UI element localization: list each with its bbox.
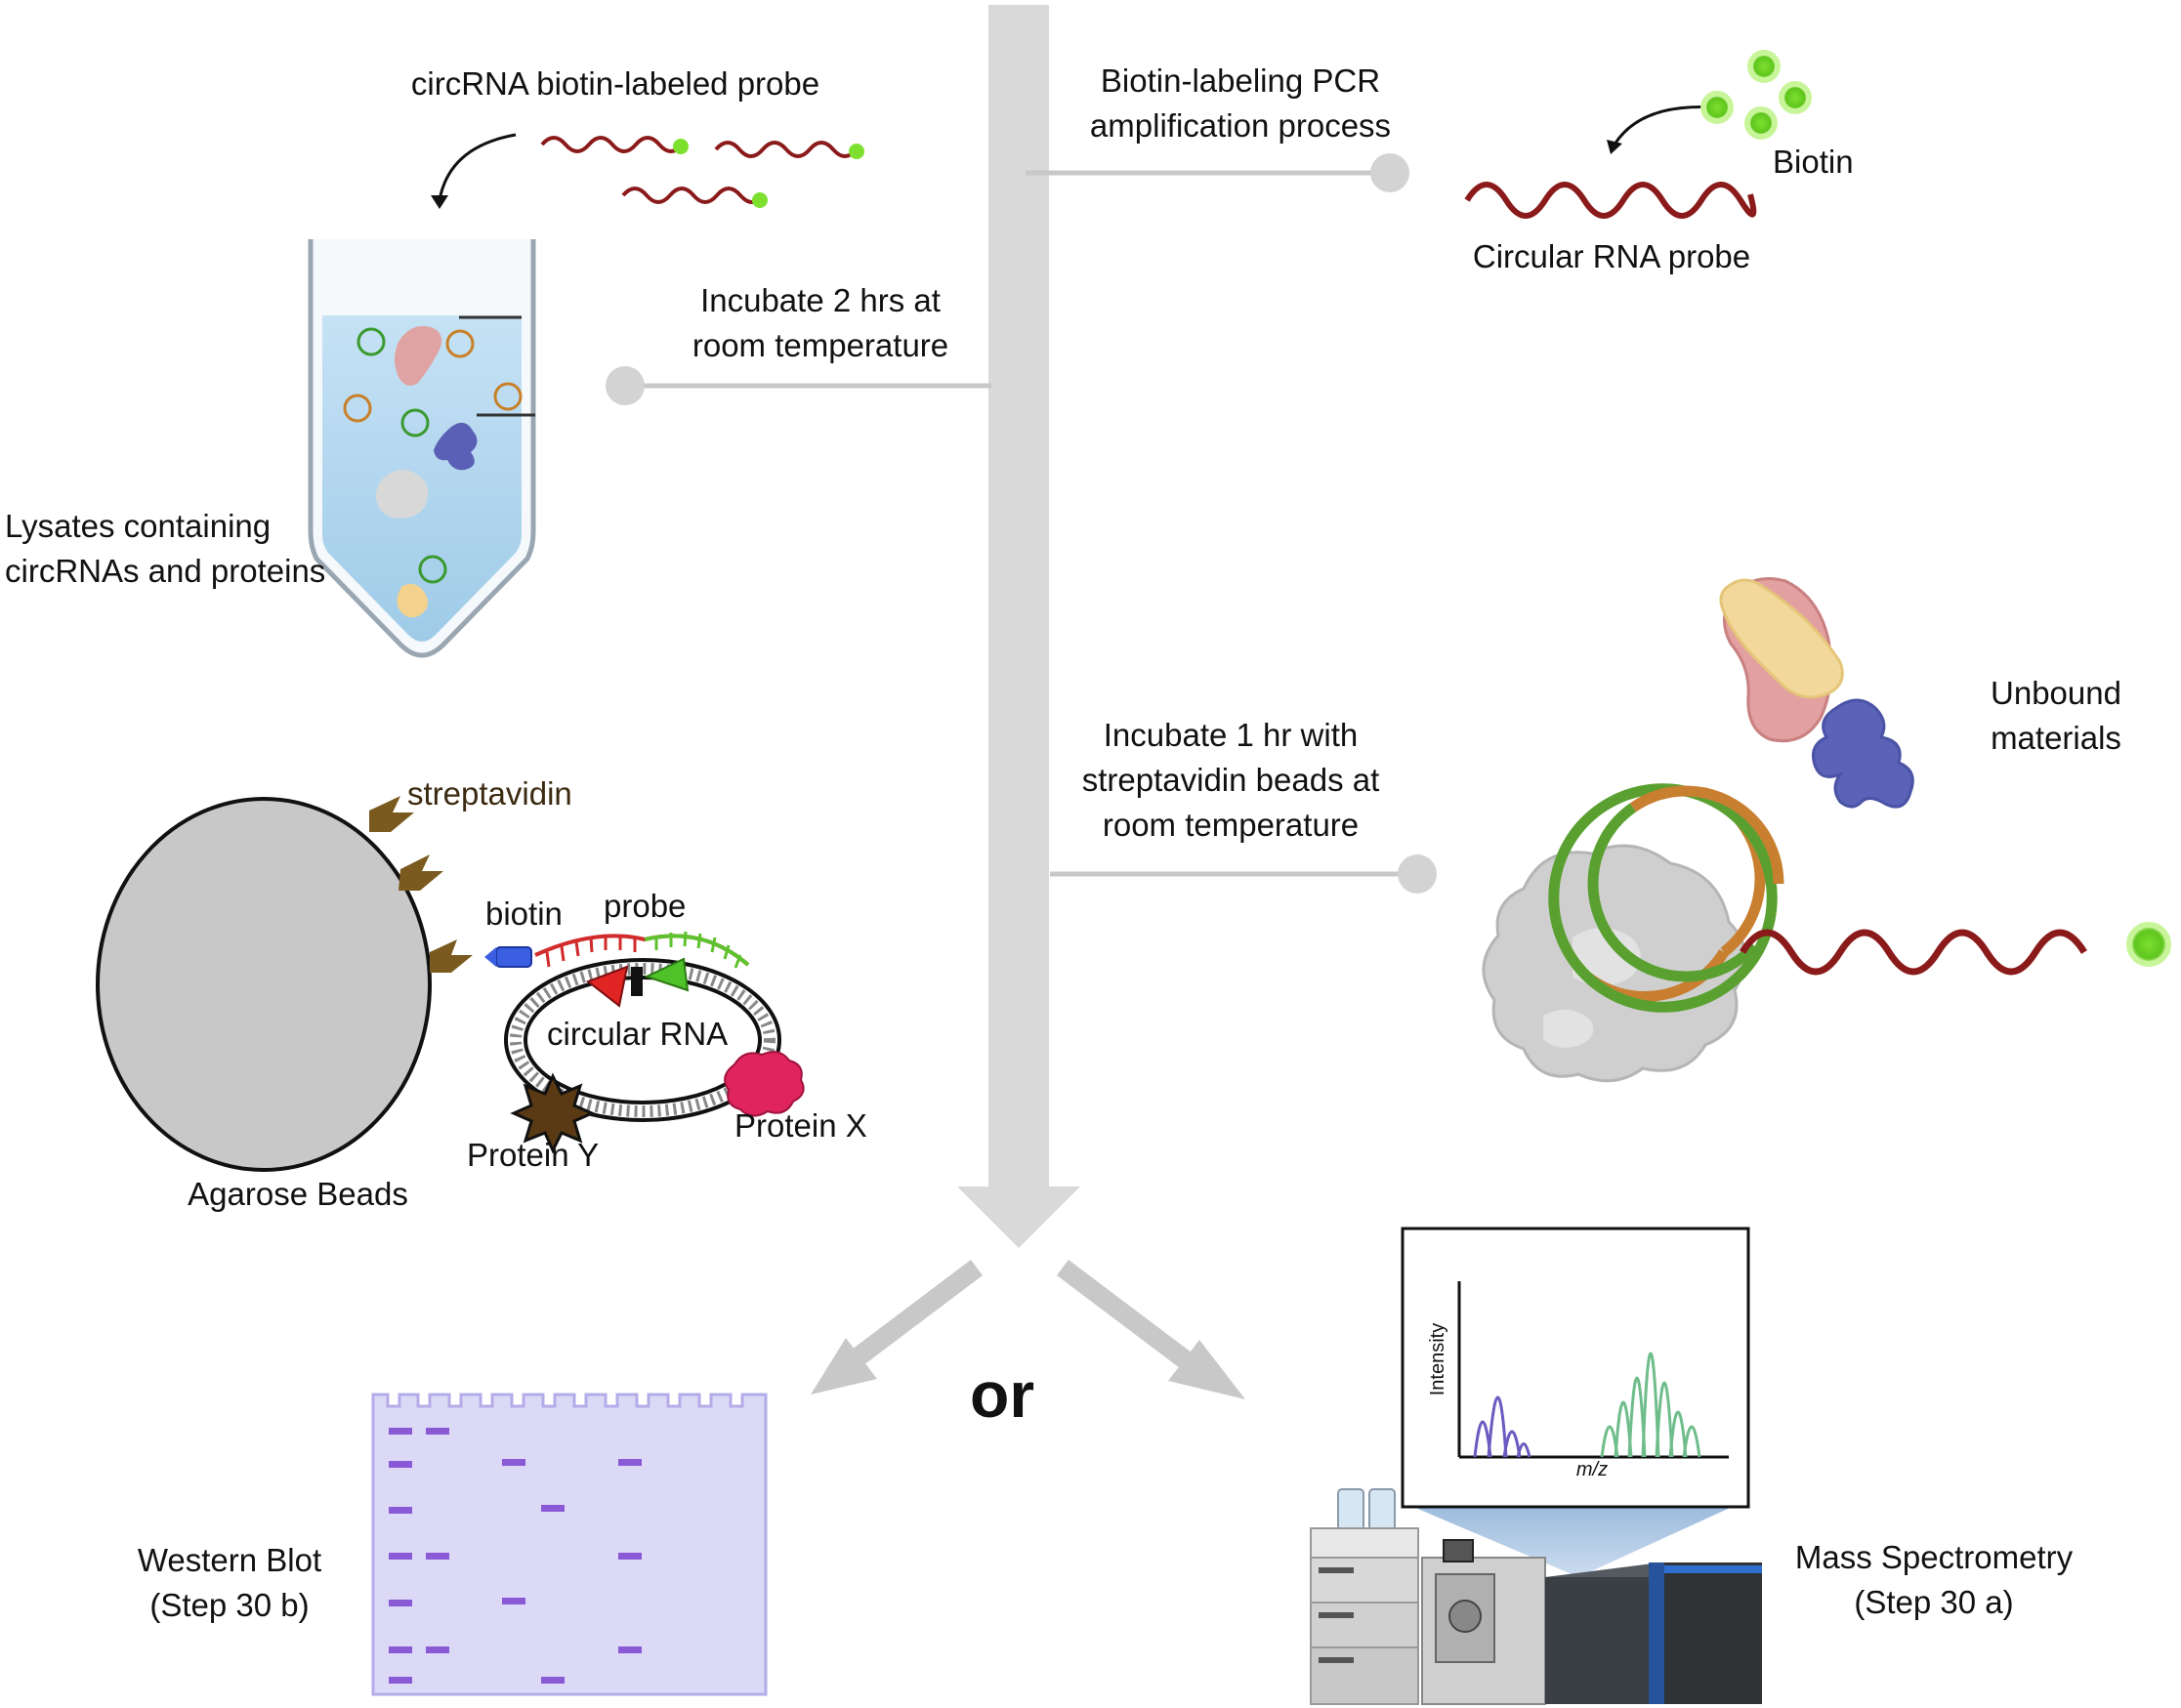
pcr-label-line2: amplification process: [1089, 107, 1392, 144]
blot-band: [389, 1428, 412, 1435]
incubate2-label-line1: Incubate 2 hrs at: [700, 282, 941, 318]
blot-band: [541, 1505, 565, 1512]
western-blot: [371, 1393, 768, 1696]
blot-band: [426, 1553, 449, 1560]
mass-label-line1: Mass Spectrometry: [1794, 1539, 2074, 1575]
incubate2-label-line2: room temperature: [692, 327, 949, 363]
probe-biotin-dot: [752, 192, 768, 208]
lysates-label-line2: circRNAs and proteins: [5, 553, 326, 589]
blot-band: [541, 1677, 565, 1684]
arrow-to-western: [811, 1260, 984, 1395]
incubate1-label-line1: Incubate 1 hr with: [1103, 717, 1359, 753]
circular-rna-label: circular RNA: [547, 1016, 729, 1052]
blot-band: [426, 1646, 449, 1653]
lysates-label-line1: Lysates containing: [5, 508, 272, 544]
curved-arrow-icon: [438, 133, 517, 201]
or-label: or: [970, 1358, 1034, 1431]
agarose-label: Agarose Beads: [188, 1176, 408, 1212]
ms-xlabel: m/z: [1575, 1459, 1609, 1480]
biotin-small-label: biotin: [485, 896, 563, 932]
bound-complex: [1482, 783, 2171, 1083]
protein-x-label: Protein X: [734, 1107, 867, 1144]
blot-band: [389, 1461, 412, 1468]
incubate1-label-line3: room temperature: [1102, 807, 1360, 843]
circular-rna-probe-label: Circular RNA probe: [1472, 238, 1751, 274]
blot-band: [618, 1553, 642, 1560]
streptavidin-label: streptavidin: [407, 775, 572, 812]
probe-biotin-dot: [849, 144, 864, 159]
blot-band: [389, 1507, 412, 1514]
protein-y-label: Protein Y: [467, 1137, 600, 1173]
blot-band: [426, 1428, 449, 1435]
probe-biotin-dot: [673, 139, 689, 154]
main-flow-arrow: [957, 5, 1080, 1248]
biotin-label: Biotin: [1773, 144, 1854, 180]
mass-spectrometer: [1310, 1227, 1762, 1705]
biotin-probes: [540, 136, 859, 204]
unbound-label-line1: Unbound: [1991, 675, 2121, 711]
western-label-line1: Western Blot: [137, 1542, 322, 1578]
lysate-tube: [308, 239, 536, 658]
circular-rna-probe: [1464, 105, 1757, 219]
unbound-proteins: [1719, 577, 1914, 809]
blot-band: [389, 1600, 412, 1606]
blot-band: [389, 1553, 412, 1560]
western-label-line2: (Step 30 b): [149, 1587, 310, 1623]
pcr-label-line1: Biotin-labeling PCR: [1100, 62, 1381, 99]
incubate1-label-line2: streptavidin beads at: [1081, 762, 1380, 798]
blot-band: [502, 1598, 525, 1604]
ms-ylabel: Intensity: [1427, 1322, 1448, 1396]
mass-label-line2: (Step 30 a): [1854, 1584, 2014, 1620]
connector-pcr: [1026, 153, 1409, 192]
blot-band: [389, 1677, 412, 1684]
agarose-bead: [96, 796, 805, 1172]
biotin-molecules: [1700, 50, 1812, 140]
unbound-label-line2: materials: [1991, 720, 2121, 756]
arrow-to-mass: [1056, 1260, 1245, 1399]
blot-band: [618, 1646, 642, 1653]
probe-title-label: circRNA biotin-labeled probe: [410, 65, 820, 102]
connector-incubate1: [1050, 854, 1437, 894]
connector-incubate2: [606, 366, 991, 405]
blot-band: [389, 1646, 412, 1653]
blot-band: [618, 1459, 642, 1466]
blot-band: [502, 1459, 525, 1466]
blot-bands: [389, 1428, 642, 1684]
probe-label: probe: [604, 888, 687, 924]
